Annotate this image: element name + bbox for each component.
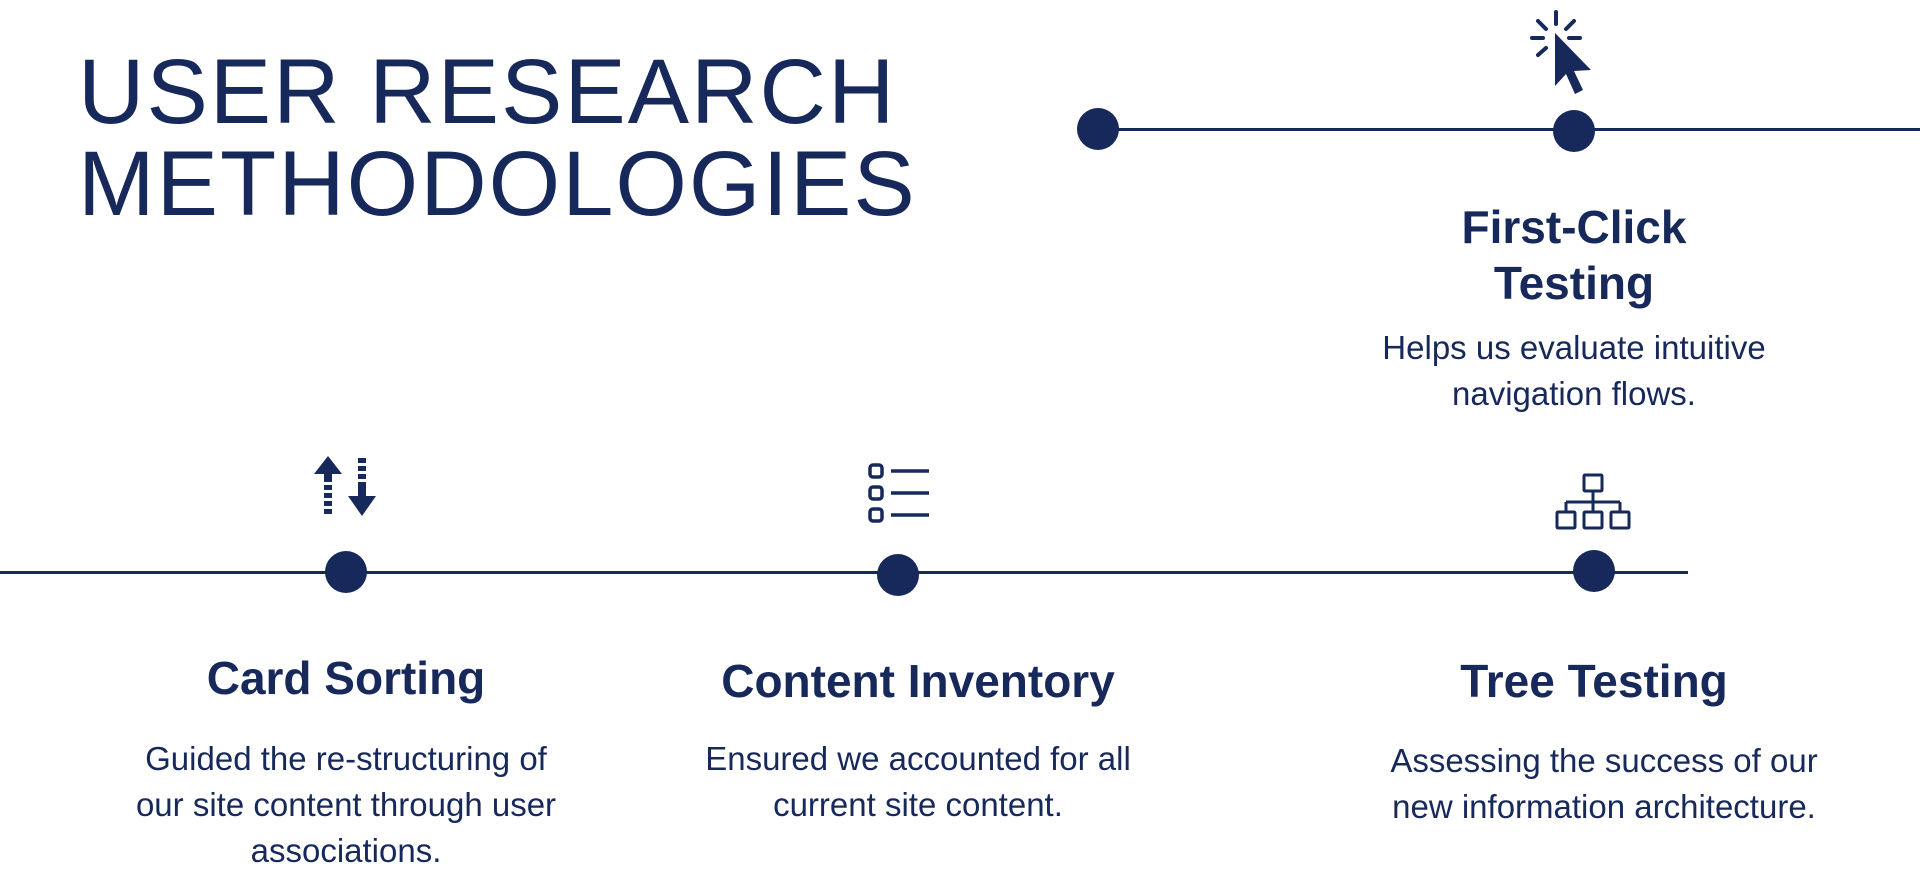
content-inventory-description: Ensured we accounted for all current sit…: [705, 736, 1131, 828]
card-sorting-title: Card Sorting: [206, 652, 486, 704]
card-sorting-desc-line-3: associations.: [250, 832, 442, 869]
tree-testing-desc-line-2: new information architecture.: [1392, 788, 1816, 825]
tree-testing-title: Tree Testing: [1460, 655, 1728, 707]
page-title-line-1: USER RESEARCH: [78, 41, 897, 143]
tree-testing-description: Assessing the success of our new informa…: [1390, 738, 1817, 830]
bottom-timeline-line: [0, 571, 1688, 574]
first-click-testing-title: First-Click Testing: [1462, 199, 1687, 311]
content-inventory-desc-line-2: current site content.: [773, 786, 1063, 823]
page-title-line-2: METHODOLOGIES: [78, 133, 917, 235]
first-click-testing-dot: [1553, 110, 1595, 152]
top-timeline-start-dot: [1077, 108, 1119, 150]
first-click-testing-title-line-1: First-Click: [1461, 201, 1687, 253]
card-sorting-desc-line-2: our site content through user: [135, 786, 557, 823]
content-inventory-desc-line-1: Ensured we accounted for all: [705, 740, 1131, 777]
sitemap-icon: [1555, 473, 1631, 530]
content-inventory-dot: [877, 554, 919, 596]
card-sorting-desc-line-1: Guided the re-structuring of: [145, 740, 547, 777]
first-click-testing-desc-line-1: Helps us evaluate intuitive: [1382, 329, 1766, 366]
content-inventory-title: Content Inventory: [721, 655, 1115, 707]
first-click-testing-title-line-2: Testing: [1493, 257, 1655, 309]
checklist-icon: [868, 463, 929, 523]
top-timeline-line: [1098, 128, 1920, 131]
sort-arrows-icon: [314, 456, 376, 516]
cursor-click-icon: [1530, 10, 1591, 94]
first-click-testing-description: Helps us evaluate intuitive navigation f…: [1382, 325, 1765, 417]
first-click-testing-desc-line-2: navigation flows.: [1452, 375, 1696, 412]
tree-testing-dot: [1573, 550, 1615, 592]
card-sorting-dot: [325, 551, 367, 593]
tree-testing-desc-line-1: Assessing the success of our: [1390, 742, 1818, 779]
card-sorting-description: Guided the re-structuring of our site co…: [136, 736, 556, 874]
